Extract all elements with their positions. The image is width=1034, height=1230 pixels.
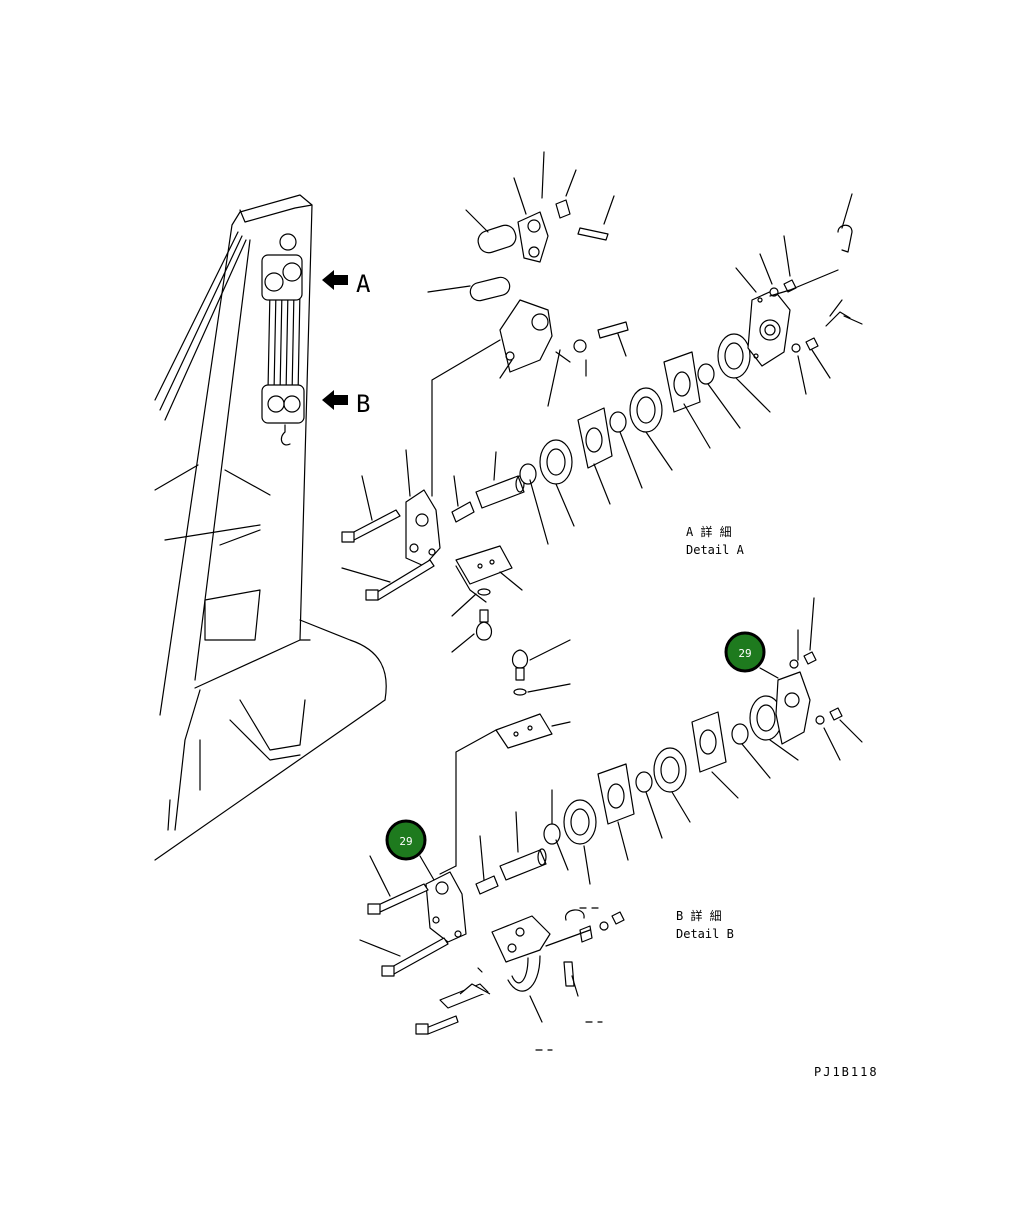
callout-29-detail-a-label: 29 [738, 647, 751, 660]
detail-a-title-jp: A 詳 細 [686, 524, 732, 539]
detail-a-title-en: Detail A [686, 543, 745, 557]
detail-b-exploded-view [359, 597, 863, 1051]
boom-overview [154, 194, 387, 861]
callout-29-detail-b-label: 29 [399, 835, 412, 848]
detail-a-exploded-view [341, 151, 863, 653]
arrow-b-label: B [356, 390, 370, 418]
callout-29-detail-b[interactable]: 29 [385, 819, 435, 881]
detail-b-title-jp: B 詳 細 [676, 908, 722, 923]
drawing-code: PJ1B118 [814, 1065, 879, 1079]
callout-29-detail-a[interactable]: 29 [724, 631, 779, 679]
arrow-b: B [322, 390, 370, 418]
arrow-a: A [322, 270, 371, 298]
detail-b-title-en: Detail B [676, 927, 734, 941]
arrow-a-label: A [356, 270, 371, 298]
